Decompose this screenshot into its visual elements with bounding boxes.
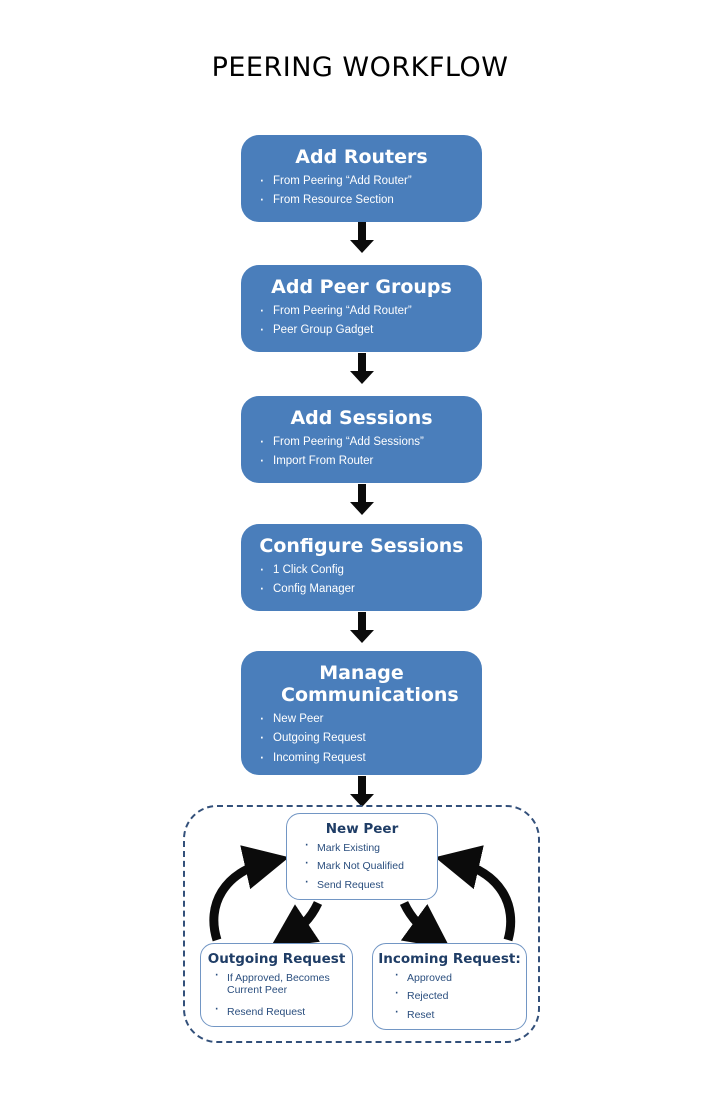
step-title: Add Sessions: [290, 407, 433, 429]
step-bullet: From Peering “Add Router”: [255, 171, 472, 187]
flow-arrow-down-icon: [350, 484, 374, 515]
sub-box-title: Incoming Request:: [378, 951, 521, 967]
sub-box-outgoing-request[interactable]: Outgoing Request If Approved, Becomes Cu…: [200, 943, 353, 1028]
sub-bullet: Rejected: [391, 985, 520, 1002]
sub-box-title: Outgoing Request: [207, 951, 346, 967]
sub-bullet-list: If Approved, Becomes Current Peer Resend…: [201, 967, 352, 1018]
step-title: Manage Communications: [281, 662, 459, 706]
step-box-manage-communications[interactable]: Manage Communications New Peer Outgoing …: [241, 651, 482, 775]
step-bullet-list: 1 Click Config Config Manager: [241, 560, 482, 596]
step-title: Add Peer Groups: [271, 276, 452, 298]
flow-arrow-down-icon: [350, 353, 374, 384]
flow-arrow-down-icon: [350, 776, 374, 807]
sub-bullet: Reset: [391, 1004, 520, 1021]
sub-bullet: Mark Not Qualified: [301, 855, 431, 872]
step-bullet-list: From Peering “Add Router” Peer Group Gad…: [241, 301, 482, 337]
sub-bullet-list: Approved Rejected Reset: [373, 967, 526, 1021]
sub-bullet: If Approved, Becomes Current Peer: [211, 967, 346, 997]
step-bullet: 1 Click Config: [255, 560, 472, 576]
step-bullet-list: From Peering “Add Router” From Resource …: [241, 171, 482, 207]
step-box-configure-sessions[interactable]: Configure Sessions 1 Click Config Config…: [241, 524, 482, 611]
step-bullet-list: New Peer Outgoing Request Incoming Reque…: [241, 709, 482, 764]
step-title: Configure Sessions: [259, 535, 464, 557]
sub-box-title: New Peer: [325, 821, 399, 837]
step-title: Add Routers: [295, 146, 428, 168]
step-bullet: From Peering “Add Sessions”: [255, 432, 472, 448]
sub-box-new-peer[interactable]: New Peer Mark Existing Mark Not Qualifie…: [286, 813, 438, 901]
sub-bullet: Approved: [391, 967, 520, 984]
communications-group-container: [183, 805, 540, 1043]
step-bullet: From Resource Section: [255, 191, 472, 207]
flow-arrow-down-icon: [350, 222, 374, 253]
sub-bullet: Send Request: [301, 874, 431, 891]
step-box-add-peer-groups[interactable]: Add Peer Groups From Peering “Add Router…: [241, 265, 482, 352]
step-bullet-list: From Peering “Add Sessions” Import From …: [241, 432, 482, 468]
step-bullet: Config Manager: [255, 580, 472, 596]
step-bullet: From Peering “Add Router”: [255, 301, 472, 317]
flow-arrow-down-icon: [350, 612, 374, 643]
step-bullet: Incoming Request: [255, 748, 472, 764]
step-bullet: Peer Group Gadget: [255, 321, 472, 337]
step-bullet: Outgoing Request: [255, 728, 472, 744]
step-box-add-routers[interactable]: Add Routers From Peering “Add Router” Fr…: [241, 135, 482, 222]
page-title: PEERING WORKFLOW: [211, 52, 509, 83]
sub-bullet-list: Mark Existing Mark Not Qualified Send Re…: [287, 837, 437, 891]
sub-box-incoming-request[interactable]: Incoming Request: Approved Rejected Rese…: [372, 943, 527, 1031]
step-box-add-sessions[interactable]: Add Sessions From Peering “Add Sessions”…: [241, 396, 482, 483]
step-bullet: Import From Router: [255, 452, 472, 468]
sub-bullet: Resend Request: [211, 1001, 346, 1018]
step-bullet: New Peer: [255, 709, 472, 725]
sub-bullet: Mark Existing: [301, 837, 431, 854]
